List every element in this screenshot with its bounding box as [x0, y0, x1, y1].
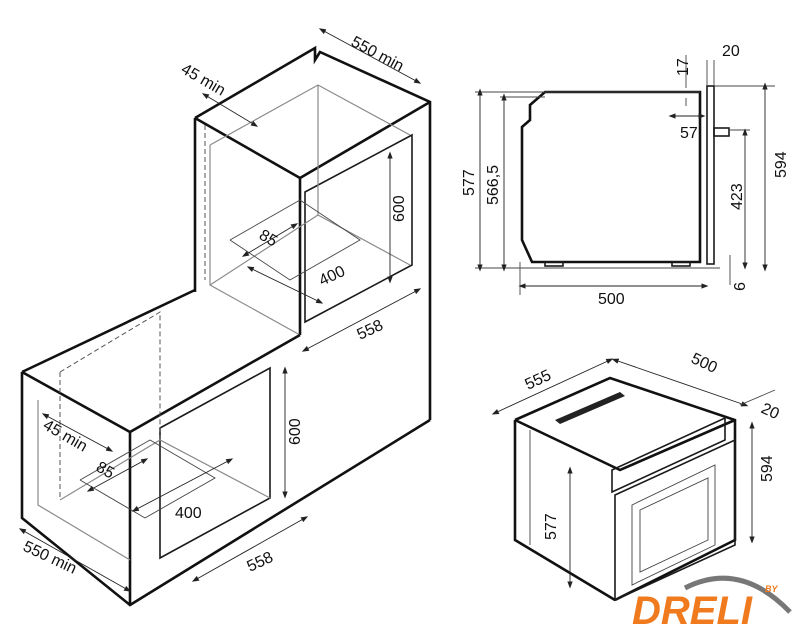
overall-height-label: 577 [461, 169, 478, 196]
upper-rear-gap-label: 45 min [178, 61, 228, 100]
upper-vent-label: 85 [256, 227, 280, 251]
persp-front-thickness-label: 20 [758, 400, 781, 423]
persp-depth-label: 500 [688, 350, 719, 377]
upper-cabinet [193, 28, 432, 420]
persp-width-label: 555 [523, 367, 554, 394]
lower-rear-gap-label: 45 min [40, 417, 90, 456]
handle-height-label: 423 [729, 183, 746, 210]
panel-thickness-label: 20 [722, 43, 740, 60]
front-height-label: 594 [773, 151, 790, 178]
panel-offset-label: 17 [675, 58, 692, 76]
upper-height-label: 600 [391, 195, 408, 222]
lower-vent-width-label: 400 [175, 505, 202, 522]
dreli-logo: DRELI BY [632, 575, 792, 633]
upper-vent-width-label: 400 [317, 263, 348, 290]
top-depth-label: 57 [680, 125, 698, 142]
persp-body-height-label: 577 [543, 513, 560, 540]
body-height-label: 566,5 [485, 165, 502, 205]
logo-text: DRELI [632, 589, 753, 633]
body-depth-label: 500 [598, 291, 625, 308]
lower-height-label: 600 [287, 418, 304, 445]
perspective-view [491, 358, 776, 602]
lower-cabinet [18, 288, 431, 607]
persp-front-height-label: 594 [759, 455, 776, 482]
lower-width-label: 558 [245, 549, 276, 576]
side-view [475, 55, 775, 295]
logo-by: BY [765, 584, 778, 594]
lower-vent-label: 85 [93, 459, 117, 483]
foot-height-label: 9 [730, 282, 747, 291]
lower-depth-label: 550 min [20, 538, 79, 577]
